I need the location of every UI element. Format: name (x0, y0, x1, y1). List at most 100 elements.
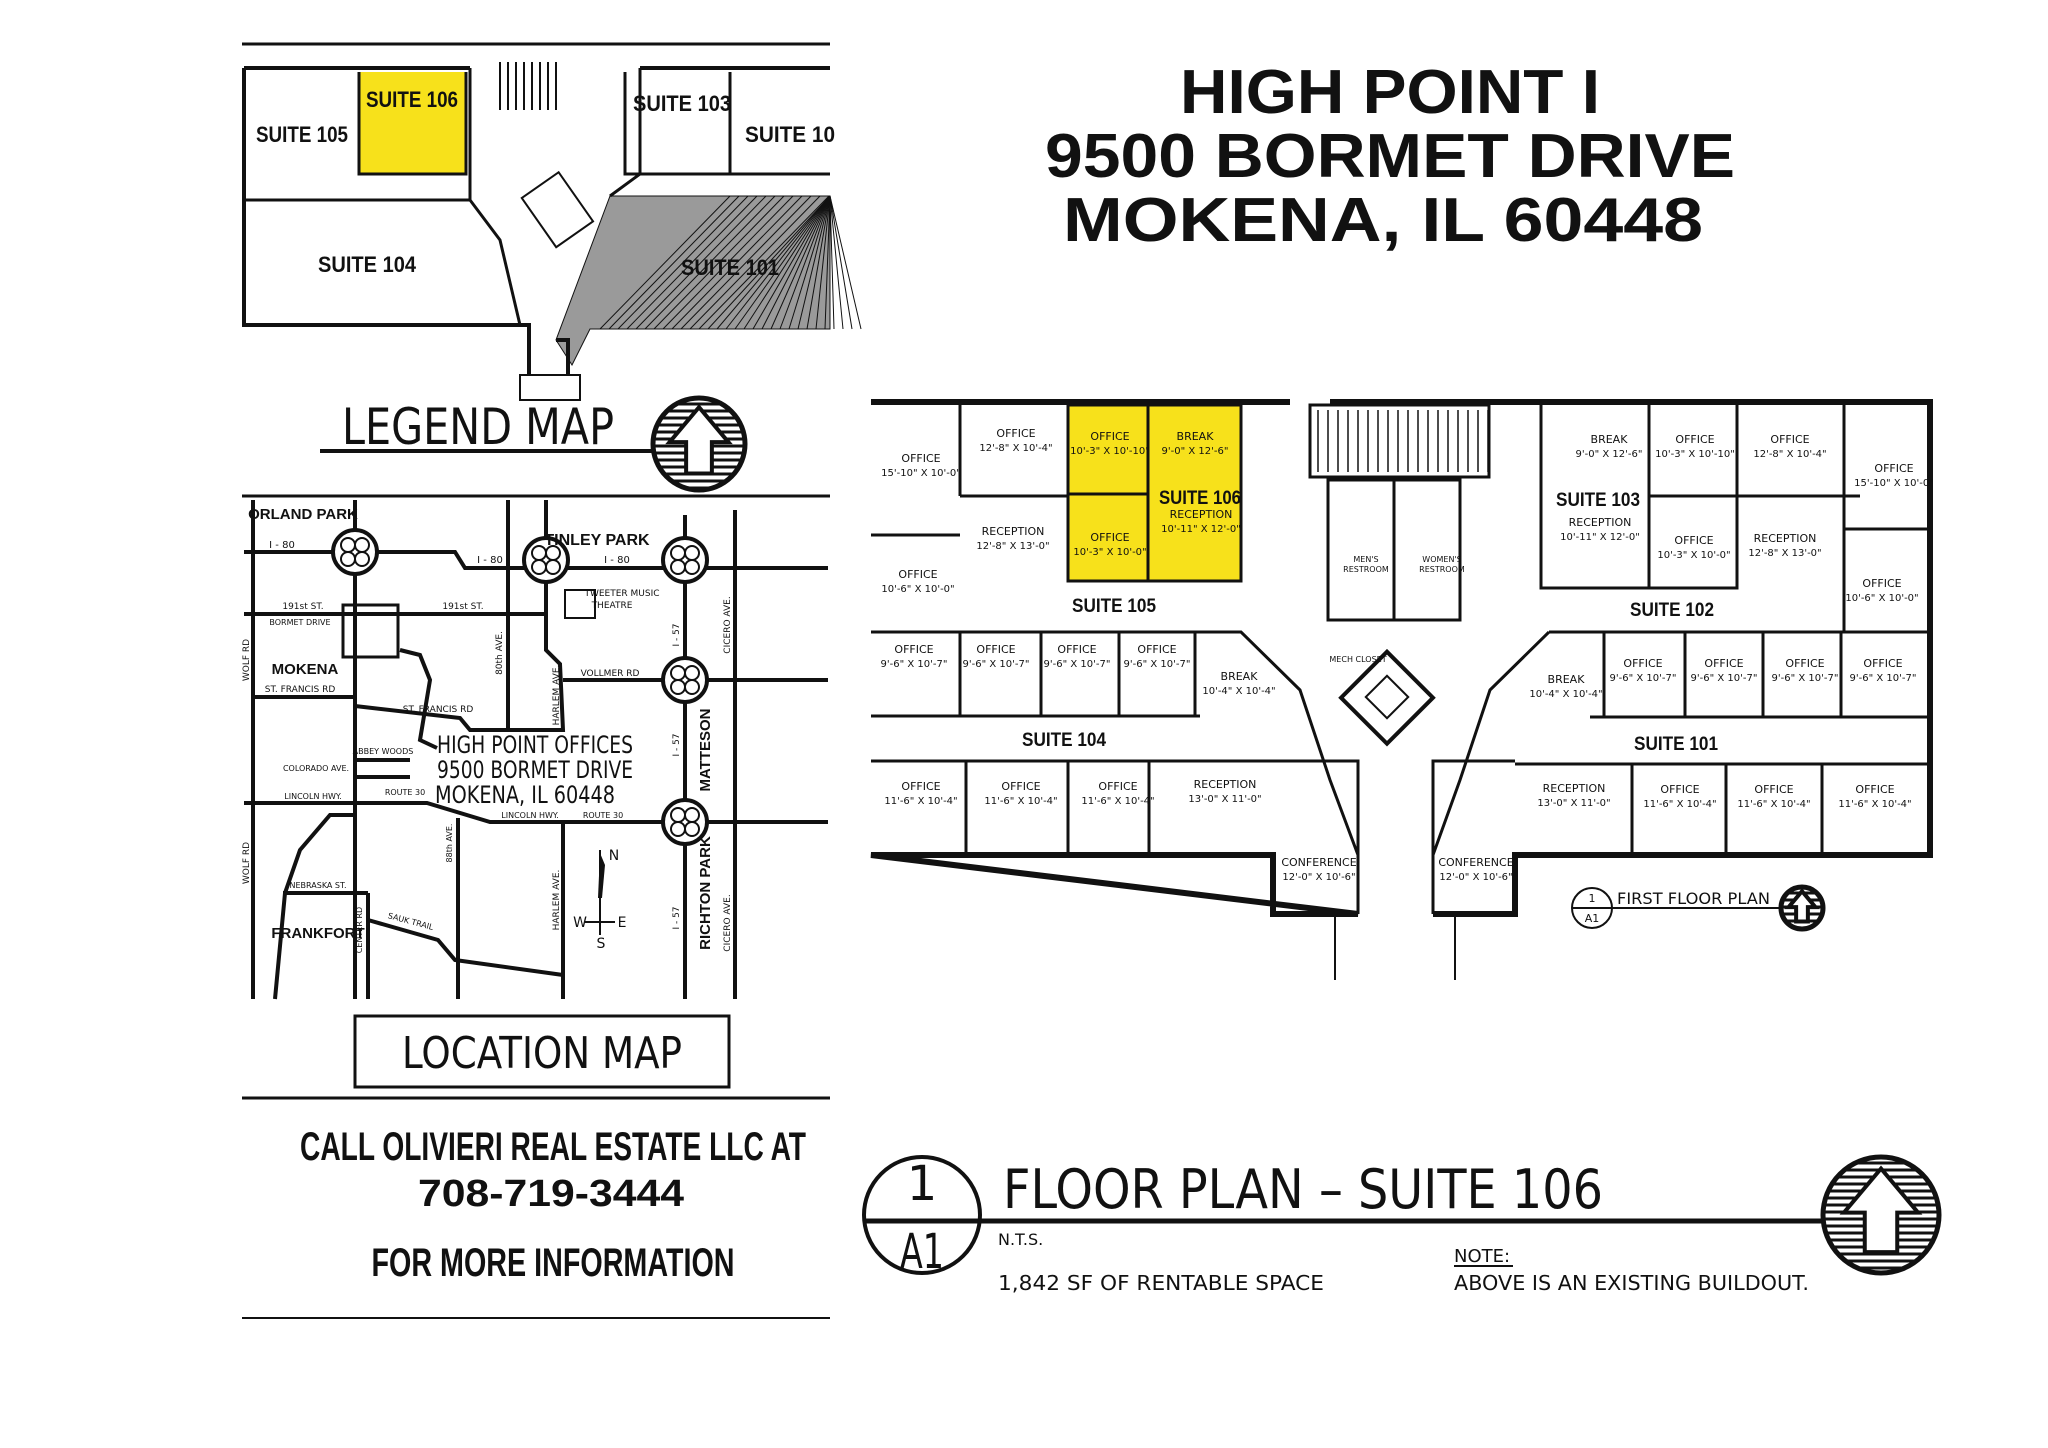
map-label-lincoln: LINCOLN HWY. (501, 811, 558, 820)
road (354, 500, 566, 732)
cloverleaf-loop (684, 679, 700, 695)
room-name: OFFICE (901, 452, 940, 465)
room-name: RECEPTION (1569, 516, 1632, 529)
interchange-icon (661, 656, 709, 704)
room-name: OFFICE (1770, 433, 1809, 446)
hatch-line (689, 195, 821, 330)
room-size: 15'-10" X 10'-0" (1854, 478, 1934, 489)
note-label: NOTE: (1454, 1246, 1510, 1267)
hatch-line (680, 195, 812, 330)
floor-plan-title: FLOOR PLAN – SUITE 106 (1003, 1158, 1603, 1221)
legend-elevator (520, 170, 595, 249)
road (399, 648, 438, 750)
map-label-harlem: HARLEM AVE. (552, 665, 562, 726)
map-label-191st: 191st ST. (442, 602, 483, 612)
interchange-icon (661, 536, 709, 584)
room-name: OFFICE (1001, 780, 1040, 793)
compass-s: S (597, 936, 606, 952)
location-map-title-box (353, 1014, 731, 1089)
room-size: 9'-6" X 10'-7" (1124, 659, 1191, 670)
room-name: OFFICE (1862, 577, 1901, 590)
room-name: OFFICE (1874, 462, 1913, 475)
room-name: OFFICE (976, 643, 1015, 656)
rentable-area: 1,842 SF OF RENTABLE SPACE (998, 1271, 1324, 1295)
detail-sheet: A1 (900, 1224, 944, 1280)
hatch-line (698, 195, 830, 330)
room-size: 11'-6" X 10'-4" (984, 796, 1057, 807)
north-arrow-icon (1839, 1165, 1923, 1255)
map-label-mokena: MOKENA (272, 661, 339, 678)
room-size: 9'-6" X 10'-7" (1691, 673, 1758, 684)
hatch-line (617, 195, 749, 330)
room-name: BREAK (1548, 673, 1586, 686)
suite-106-wall (1066, 403, 1243, 583)
map-label-i80: I - 80 (604, 555, 630, 566)
map-label-i80: I - 80 (269, 540, 295, 551)
room-name: RECEPTION (1170, 508, 1233, 521)
hatch-line (716, 195, 831, 330)
floor-plan (870, 399, 1933, 980)
room-size: 10'-3" X 10'-10" (1070, 446, 1150, 457)
hatch-line (829, 195, 862, 330)
map-label-st-francis: ST. FRANCIS RD (265, 685, 336, 695)
room-size: 10'-11" X 12'-0" (1161, 524, 1241, 535)
legend-suite-10x: SUITE 10 (745, 122, 835, 147)
room-size: 10'-3" X 10'-10" (1655, 449, 1735, 460)
room-size: 9'-6" X 10'-7" (1772, 673, 1839, 684)
womens-restroom-label: RESTROOM (1419, 565, 1465, 574)
stairs (1308, 403, 1491, 479)
hatch-line (829, 195, 835, 330)
room-name: RECEPTION (1194, 778, 1257, 791)
room-size: 12'-0" X 10'-6" (1282, 872, 1355, 883)
room-size: 13'-0" X 11'-0" (1537, 798, 1610, 809)
compass-e: E (618, 915, 627, 931)
hatch-line (824, 195, 831, 330)
room-size: 12'-8" X 10'-4" (979, 443, 1052, 454)
map-label-bormet-drive: BORMET DRIVE (269, 618, 330, 627)
room-name: RECEPTION (1754, 532, 1817, 545)
room-name: OFFICE (1785, 657, 1824, 670)
elevator-icon (1338, 648, 1436, 747)
room-size: 10'-3" X 10'-0" (1073, 547, 1146, 558)
hatch-line (797, 195, 831, 330)
legend-map (242, 42, 862, 1319)
hatch-line (815, 195, 831, 330)
map-callout-line: HIGH POINT OFFICES (437, 731, 633, 759)
road (244, 801, 828, 824)
map-label-route30: ROUTE 30 (385, 788, 425, 797)
room-name: OFFICE (1674, 534, 1713, 547)
room-size: 10'-6" X 10'-0" (1845, 593, 1918, 604)
contact-line: CALL OLIVIERI REAL ESTATE LLC AT (300, 1125, 806, 1169)
hatch-line (734, 195, 831, 330)
room-size: 11'-6" X 10'-4" (1643, 799, 1716, 810)
room-name: OFFICE (898, 568, 937, 581)
north-arrow-icon (665, 404, 733, 476)
room-name: OFFICE (1098, 780, 1137, 793)
map-label-88th: 88th AVE. (445, 824, 454, 863)
room-name: BREAK (1591, 433, 1629, 446)
compass-w: W (573, 915, 587, 931)
map-label-colorado: COLORADO AVE. (283, 764, 349, 773)
hatch-line (725, 195, 831, 330)
mens-restroom-label: RESTROOM (1343, 565, 1389, 574)
highlighted-suite-106 (359, 72, 466, 174)
map-label-wolf: WOLF RD (242, 842, 252, 884)
map-label-route30: ROUTE 30 (583, 811, 623, 820)
room-name: OFFICE (1863, 657, 1902, 670)
contact-line: FOR MORE INFORMATION (372, 1241, 735, 1285)
site-location-marker (341, 603, 400, 659)
hatch-line (761, 195, 831, 330)
map-label-80th: 80th AVE. (495, 631, 505, 675)
hatch-line (626, 195, 758, 330)
map-label-i57: I - 57 (672, 906, 682, 929)
suite-103-label: SUITE 103 (1556, 490, 1640, 511)
map-label-191st: 191st ST. (282, 602, 323, 612)
room-size: 10'-6" X 10'-0" (881, 584, 954, 595)
map-label-harlem: HARLEM AVE. (552, 870, 562, 931)
legend-core (468, 68, 642, 326)
womens-restroom-label: WOMEN'S (1422, 555, 1461, 564)
hatch-line (653, 195, 785, 330)
legend-suite-105: SUITE 105 (256, 122, 348, 147)
room-size: 9'-6" X 10'-7" (963, 659, 1030, 670)
map-label-i57: I - 57 (672, 623, 682, 646)
